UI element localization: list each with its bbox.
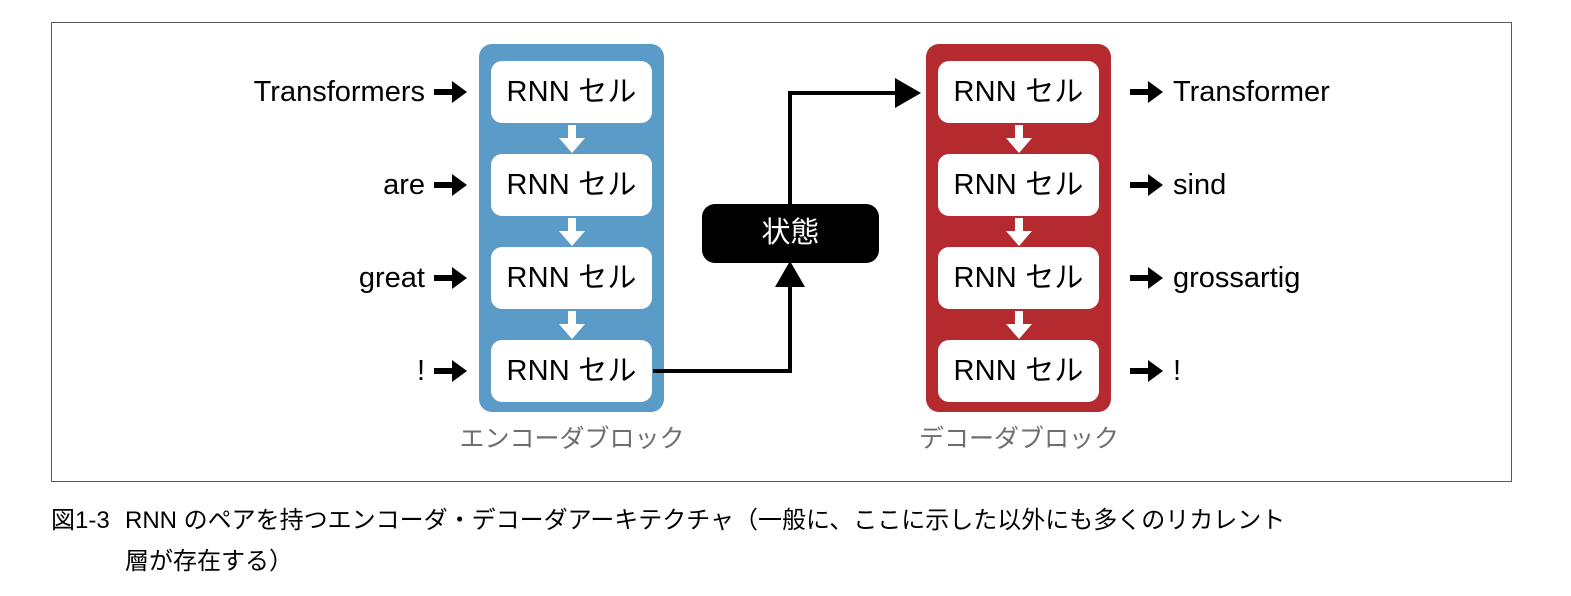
arrow-right-icon — [434, 172, 468, 198]
decoder-output-1: Transformer — [1130, 61, 1330, 123]
encoder-rnn-cell-4[interactable]: RNN セル — [491, 340, 652, 402]
decoder-rnn-cell-1[interactable]: RNN セル — [938, 61, 1099, 123]
encoder-input-2: are — [383, 154, 468, 216]
figure-caption-text-2: 層が存在する） — [125, 548, 293, 575]
decoder-output-2: sind — [1130, 154, 1226, 216]
figure-caption-text-1: RNN のペアを持つエンコーダ・デコーダアーキテクチャ（一般に、ここに示した以外… — [125, 507, 1286, 534]
diagram-canvas: RNN セル RNN セル RNN セル — [52, 23, 1513, 483]
encoder-flow-arrow-3 — [555, 311, 589, 340]
arrow-right-icon — [1130, 265, 1164, 291]
encoder-input-2-label: are — [383, 168, 425, 201]
decoder-rnn-cell-2-label: RNN セル — [953, 168, 1084, 201]
encoder-rnn-cell-2[interactable]: RNN セル — [491, 154, 652, 216]
arrow-right-icon — [1130, 172, 1164, 198]
decoder-block: RNN セル RNN セル RNN セル — [926, 44, 1111, 412]
encoder-input-4: ! — [417, 340, 468, 402]
arrow-right-icon — [434, 265, 468, 291]
decoder-block-caption: デコーダブロック — [918, 425, 1119, 453]
encoder-rnn-cell-4-label: RNN セル — [506, 354, 637, 387]
encoder-rnn-cell-3-label: RNN セル — [506, 261, 637, 294]
arrow-right-icon — [1130, 358, 1164, 384]
figure-caption: 図1-3 RNN のペアを持つエンコーダ・デコーダアーキテクチャ（一般に、ここに示… — [51, 500, 1531, 582]
decoder-rnn-cell-1-label: RNN セル — [953, 75, 1084, 108]
decoder-flow-arrow-1 — [1002, 125, 1036, 154]
encoder-input-1: Transformers — [254, 61, 468, 123]
encoder-rnn-cell-1-label: RNN セル — [506, 75, 637, 108]
decoder-output-1-label: Transformer — [1173, 75, 1330, 108]
arrow-right-icon — [434, 358, 468, 384]
figure-caption-line-2: 層が存在する） — [51, 541, 1531, 582]
decoder-flow-arrow-3 — [1002, 311, 1036, 340]
decoder-rnn-cell-3-label: RNN セル — [953, 261, 1084, 294]
state-box[interactable]: 状態 — [702, 204, 879, 263]
decoder-output-3-label: grossartig — [1173, 261, 1301, 294]
decoder-output-4-label: ! — [1173, 354, 1182, 387]
state-box-label: 状態 — [761, 217, 820, 249]
encoder-block-caption: エンコーダブロック — [459, 425, 685, 453]
encoder-block: RNN セル RNN セル RNN セル — [479, 44, 664, 412]
decoder-rnn-cell-3[interactable]: RNN セル — [938, 247, 1099, 309]
arrow-right-icon — [434, 79, 468, 105]
encoder-input-3-label: great — [358, 261, 425, 294]
encoder-flow-arrow-1 — [555, 125, 589, 154]
decoder-output-3: grossartig — [1130, 247, 1300, 309]
encoder-input-4-label: ! — [416, 354, 425, 387]
decoder-rnn-cell-2[interactable]: RNN セル — [938, 154, 1099, 216]
decoder-output-2-label: sind — [1173, 168, 1227, 201]
encoder-flow-arrow-2 — [555, 218, 589, 247]
decoder-rnn-cell-4[interactable]: RNN セル — [938, 340, 1099, 402]
encoder-input-3: great — [359, 247, 468, 309]
figure-caption-line-1: 図1-3 RNN のペアを持つエンコーダ・デコーダアーキテクチャ（一般に、ここに示… — [51, 500, 1531, 541]
arrow-right-icon — [1130, 79, 1164, 105]
decoder-output-4: ! — [1130, 340, 1181, 402]
encoder-rnn-cell-1[interactable]: RNN セル — [491, 61, 652, 123]
decoder-flow-arrow-2 — [1002, 218, 1036, 247]
figure-caption-number: 図1-3 — [51, 507, 110, 534]
encoder-rnn-cell-2-label: RNN セル — [506, 168, 637, 201]
decoder-rnn-cell-4-label: RNN セル — [953, 354, 1084, 387]
figure-frame: RNN セル RNN セル RNN セル — [51, 22, 1512, 482]
encoder-input-1-label: Transformers — [253, 75, 425, 108]
encoder-rnn-cell-3[interactable]: RNN セル — [491, 247, 652, 309]
